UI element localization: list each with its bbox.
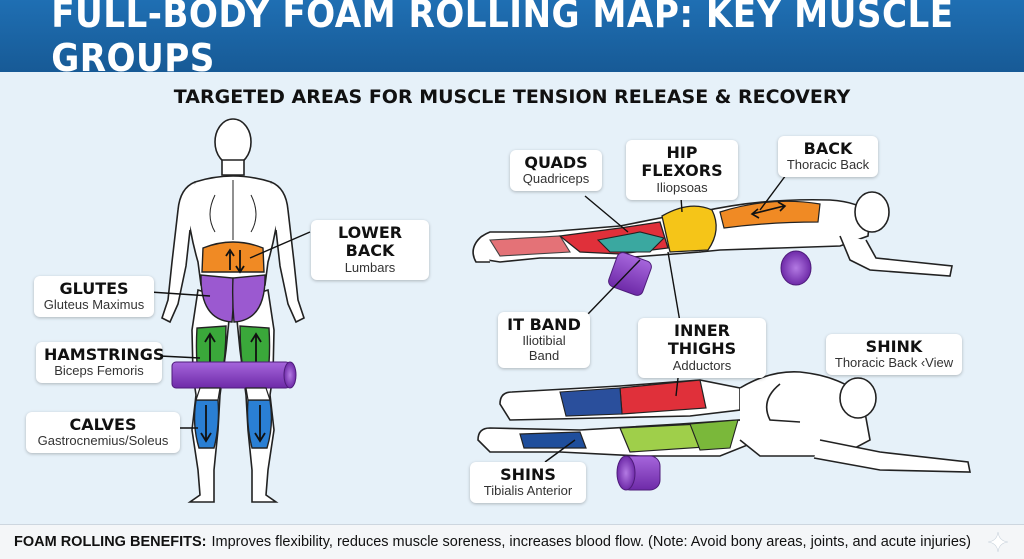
footer-heading: FOAM ROLLING BENEFITS:: [14, 534, 207, 550]
foam-roller-back: [171, 361, 297, 389]
shins-highlight: [519, 431, 587, 449]
label-shink-title: SHINK: [865, 337, 923, 356]
label-calves: CALVES Gastrocnemius/Soleus: [26, 412, 180, 454]
label-quads-subtitle: Quadriceps: [522, 171, 590, 187]
label-back-subtitle: Thoracic Back: [786, 157, 870, 173]
label-it-band-subtitle: Iliotibial Band: [522, 333, 566, 364]
label-glutes-subtitle: Gluteus Maximus: [43, 297, 145, 313]
back-highlight: [719, 200, 821, 229]
label-quads-title: QUADS: [524, 153, 588, 172]
footer-text: Improves flexibility, reduces muscle sor…: [211, 534, 971, 550]
label-hamstrings-title: HAMSTRINGS: [44, 345, 165, 364]
label-shins-subtitle: Tibialis Anterior: [483, 483, 573, 499]
label-calves-subtitle: Gastrocnemius/Soleus: [37, 433, 169, 449]
title-bar: FULL-BODY FOAM ROLLING MAP: KEY MUSCLE G…: [0, 0, 1024, 80]
label-quads: QUADS Quadriceps: [510, 150, 602, 192]
lower-back-highlight: [201, 241, 265, 273]
label-shins: SHINS Tibialis Anterior: [470, 462, 586, 504]
page-subtitle: TARGETED AREAS FOR MUSCLE TENSION RELEAS…: [173, 86, 851, 108]
label-shink: SHINK Thoracic Back ‹View: [826, 334, 962, 376]
sparkle-icon: [988, 532, 1008, 552]
label-hip-flexors-subtitle: Iliopsoas: [656, 179, 708, 195]
label-back-title: BACK: [803, 139, 853, 158]
label-shins-title: SHINS: [500, 465, 556, 484]
label-shink-subtitle: Thoracic Back ‹View: [834, 355, 954, 371]
label-glutes: GLUTES Gluteus Maximus: [34, 276, 154, 318]
label-calves-title: CALVES: [69, 415, 137, 434]
label-it-band-title: IT BAND: [507, 315, 581, 334]
foam-roller-prone-chest: [780, 250, 812, 286]
footer-benefits: FOAM ROLLING BENEFITS: Improves flexibil…: [0, 524, 1024, 559]
label-inner-thighs-subtitle: Adductors: [672, 357, 732, 373]
label-hip-flexors: HIP FLEXORS Iliopsoas: [626, 140, 738, 200]
label-lower-back-subtitle: Lumbars: [344, 259, 396, 275]
label-glutes-title: GLUTES: [59, 279, 129, 298]
foam-roller-side: [616, 455, 661, 491]
label-lower-back: LOWER BACK Lumbars: [311, 220, 429, 280]
label-back: BACK Thoracic Back: [778, 136, 878, 178]
label-hamstrings: HAMSTRINGS Biceps Femoris: [36, 342, 165, 384]
label-inner-thighs-title: INNER THIGHS: [667, 321, 737, 359]
label-lower-back-title: LOWER BACK: [337, 223, 403, 261]
label-hamstrings-subtitle: Biceps Femoris: [54, 363, 144, 379]
hip-flexors-highlight: [661, 205, 717, 253]
label-inner-thighs: INNER THIGHS Adductors: [638, 318, 766, 378]
foam-roller-prone-thigh: [608, 252, 652, 296]
label-it-band: IT BAND Iliotibial Band: [498, 312, 590, 369]
page-title: FULL-BODY FOAM ROLLING MAP: KEY MUSCLE G…: [51, 0, 954, 80]
label-hip-flexors-title: HIP FLEXORS: [641, 143, 723, 181]
